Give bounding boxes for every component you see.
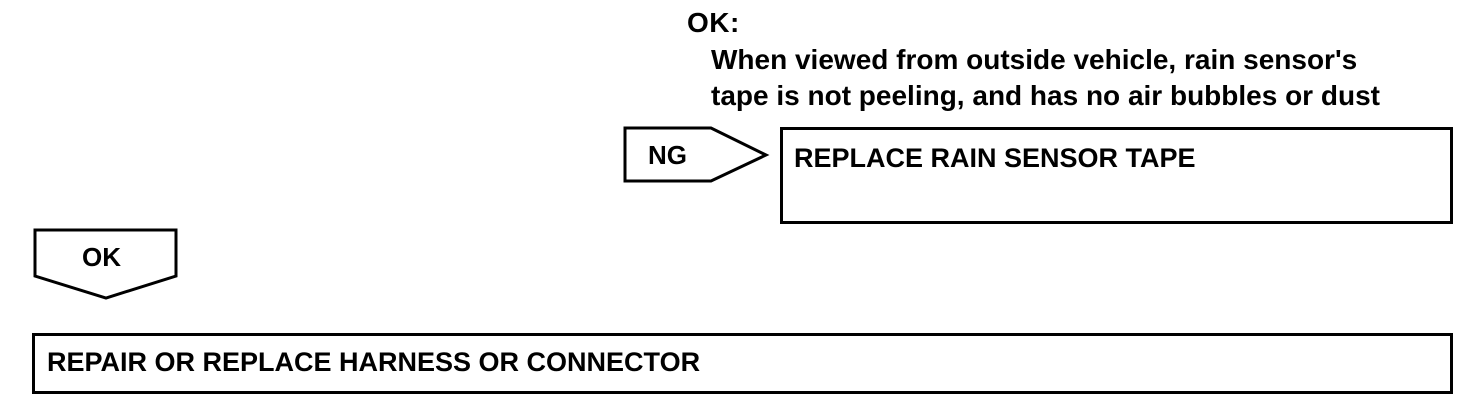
ok-criteria-label: OK:	[687, 7, 740, 38]
ok-arrow-label: OK	[82, 242, 121, 272]
ng-action-text: REPLACE RAIN SENSOR TAPE	[794, 143, 1196, 173]
ng-arrow-label: NG	[648, 140, 687, 170]
ok-arrow-shape	[33, 228, 178, 300]
ok-action-text: REPAIR OR REPLACE HARNESS OR CONNECTOR	[47, 347, 701, 377]
ok-criteria-description: When viewed from outside vehicle, rain s…	[711, 44, 1380, 111]
ng-action-box: REPLACE RAIN SENSOR TAPE	[780, 127, 1453, 224]
ng-arrow-shape	[623, 126, 770, 183]
ok-action-box: REPAIR OR REPLACE HARNESS OR CONNECTOR	[32, 333, 1453, 394]
